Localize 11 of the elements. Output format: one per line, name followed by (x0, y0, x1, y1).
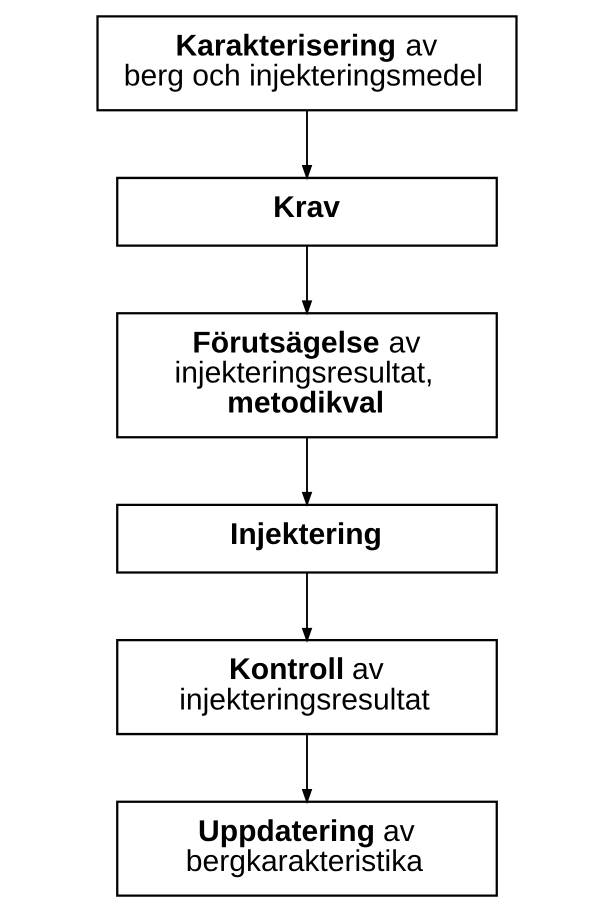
node-box: Karakterisering av berg och injekteringsmedel (96, 15, 518, 112)
arrow (302, 437, 312, 507)
node-box: Krav (116, 176, 498, 247)
node-box: Förutsägelse av injekteringsresultat, metodikval (116, 312, 498, 438)
arrow (302, 734, 312, 804)
node-box: Kontroll av injekteringsresultat (116, 639, 498, 736)
arrow (302, 572, 312, 643)
node-box: Injektering (116, 504, 498, 574)
arrow (302, 110, 312, 180)
node-box: Uppdatering av bergkarakteristika (116, 800, 498, 897)
arrow (302, 246, 312, 316)
